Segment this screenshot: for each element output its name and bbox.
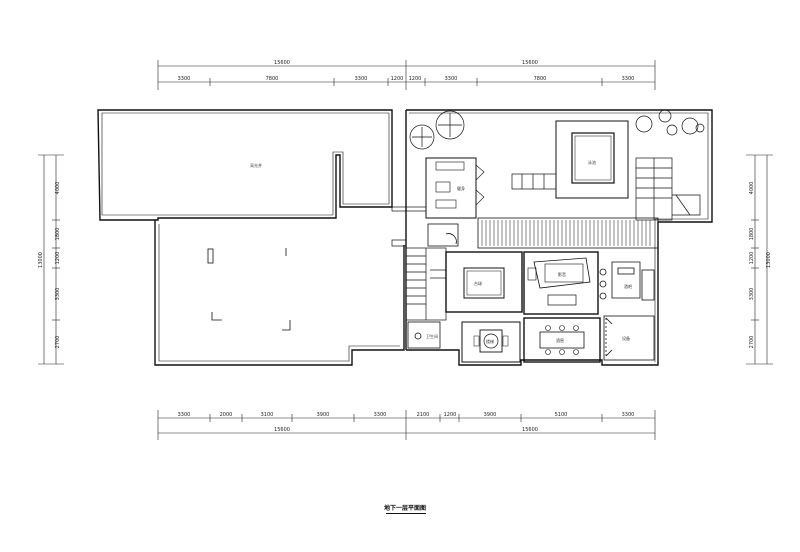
top-seg-5: 1200	[409, 76, 422, 82]
bottom-seg-6: 2100	[417, 412, 430, 418]
wing-connector	[391, 206, 427, 247]
bottom-seg-7: 1200	[444, 412, 457, 418]
bottom-total-left: 15600	[274, 427, 290, 433]
round-table-room	[461, 321, 521, 363]
drawing-title: 地下一层平面图	[384, 505, 427, 512]
bottom-seg-9: 5100	[555, 412, 568, 418]
pool-area	[555, 120, 629, 199]
room-label-wine: 酒窖	[556, 337, 564, 343]
top-seg-6: 3300	[445, 76, 458, 82]
bottom-seg-4: 3900	[317, 412, 330, 418]
hall-corner-marks	[211, 248, 291, 331]
storage-room	[603, 315, 655, 361]
room-label-storage: 设备	[622, 335, 630, 341]
bottom-seg-2: 2000	[220, 412, 233, 418]
top-seg-4: 1200	[391, 76, 404, 82]
left-total: 13000	[38, 252, 44, 268]
left-stair	[405, 247, 447, 321]
left-seg-2: 1800	[55, 228, 61, 241]
gym-room	[425, 157, 485, 219]
top-seg-3: 3300	[355, 76, 368, 82]
bottom-seg-10: 3300	[622, 412, 635, 418]
right-seg-4: 3300	[749, 288, 755, 301]
corridor-louvers	[477, 217, 659, 249]
left-wing-walls	[97, 109, 405, 366]
lounge-room	[523, 251, 599, 315]
room-label-bar: 酒吧	[624, 283, 632, 289]
top-total-right: 15600	[522, 60, 538, 66]
wc-room	[407, 223, 459, 349]
right-dimension-chain	[746, 154, 773, 365]
left-seg-5: 2700	[55, 336, 61, 349]
dining-room	[523, 317, 601, 363]
right-wing-walls	[405, 109, 713, 366]
left-dimension-chain	[38, 154, 64, 365]
top-seg-1: 3300	[178, 76, 191, 82]
bottom-seg-8: 3900	[484, 412, 497, 418]
top-total-left: 15600	[274, 60, 290, 66]
room-label-gym: 健身	[457, 185, 465, 191]
top-seg-8: 3300	[622, 76, 635, 82]
bottom-seg-5: 3300	[374, 412, 387, 418]
room-label-wc: 卫生间	[426, 333, 438, 339]
left-seg-3: 1200	[55, 252, 61, 265]
left-seg-4: 3300	[55, 288, 61, 301]
top-seg-2: 7800	[266, 76, 279, 82]
room-label-stair: 楼梯	[486, 338, 494, 344]
room-label-billiards: 台球	[474, 280, 482, 286]
bottom-seg-3: 3100	[261, 412, 274, 418]
right-stair	[635, 157, 701, 221]
right-total: 13000	[766, 252, 772, 268]
top-dimension-chain	[157, 60, 656, 90]
tree-group-left	[409, 110, 465, 150]
drawing-title-underline	[386, 513, 426, 514]
top-seg-7: 7800	[534, 76, 547, 82]
bar-area	[599, 261, 655, 301]
right-seg-1: 4000	[749, 182, 755, 195]
left-seg-1: 4000	[55, 182, 61, 195]
bottom-dimension-chain	[157, 410, 656, 440]
bottom-seg-1: 3300	[178, 412, 191, 418]
room-label-lounge: 影音	[558, 271, 566, 277]
column-marker	[207, 248, 214, 264]
pool-steps	[511, 173, 557, 190]
billiards-room	[445, 251, 523, 313]
room-label-upper-left: 采光井	[250, 162, 262, 168]
right-seg-5: 2700	[749, 336, 755, 349]
right-seg-2: 1800	[749, 228, 755, 241]
bottom-total-right: 15600	[522, 427, 538, 433]
right-seg-3: 1200	[749, 252, 755, 265]
room-label-pool: 泳池	[588, 159, 596, 165]
tree-group-right	[635, 109, 705, 136]
